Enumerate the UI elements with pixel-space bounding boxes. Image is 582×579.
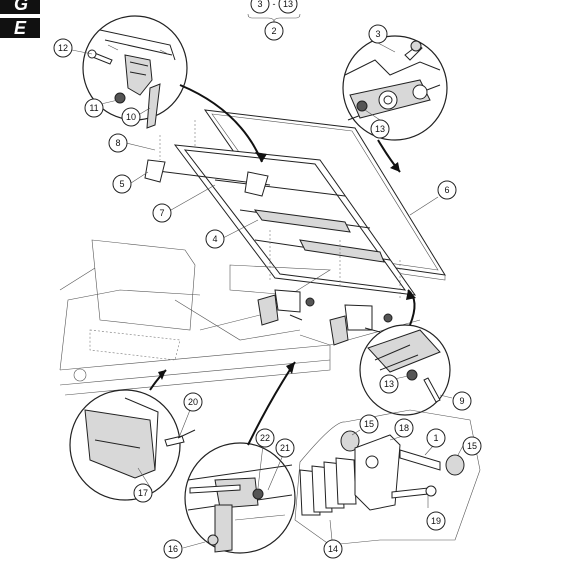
- svg-text:14: 14: [328, 544, 338, 554]
- svg-text:18: 18: [399, 423, 409, 433]
- callout-8: 8: [108, 133, 128, 153]
- svg-text:6: 6: [444, 185, 449, 195]
- svg-text:13: 13: [384, 379, 394, 389]
- svg-text:21: 21: [280, 443, 290, 453]
- svg-text:20: 20: [188, 397, 198, 407]
- callout-5: 5: [112, 174, 132, 194]
- svg-text:1: 1: [433, 433, 438, 443]
- callout-12: 12: [53, 38, 73, 58]
- callout-15-left: 15: [359, 414, 379, 434]
- callout-19: 19: [426, 511, 446, 531]
- header-ref-group: 2: [271, 26, 276, 36]
- svg-text:10: 10: [126, 112, 136, 122]
- callout-10: 10: [121, 107, 141, 127]
- svg-text:16: 16: [168, 544, 178, 554]
- header-reference: 3 - 13 2: [247, 0, 301, 41]
- callout-16: 16: [163, 539, 183, 559]
- header-ref-right: 13: [283, 0, 293, 9]
- detail-top-left: [82, 15, 188, 129]
- svg-text:5: 5: [119, 179, 124, 189]
- callout-4: 4: [205, 229, 225, 249]
- callout-6: 6: [437, 180, 457, 200]
- svg-text:17: 17: [138, 488, 148, 498]
- hinge-brackets: [257, 289, 393, 346]
- svg-text:19: 19: [431, 516, 441, 526]
- callout-7: 7: [152, 203, 172, 223]
- callout-13-right: 13: [379, 374, 399, 394]
- svg-text:3: 3: [375, 29, 380, 39]
- callout-20: 20: [183, 392, 203, 412]
- detail-bottom-middle: [184, 442, 296, 554]
- svg-text:9: 9: [459, 396, 464, 406]
- svg-text:12: 12: [58, 43, 68, 53]
- svg-text:8: 8: [115, 138, 120, 148]
- callout-9: 9: [452, 391, 472, 411]
- svg-text:22: 22: [260, 433, 270, 443]
- callout-18: 18: [394, 418, 414, 438]
- callout-17: 17: [133, 483, 153, 503]
- callout-15-right: 15: [462, 436, 482, 456]
- svg-text:4: 4: [212, 234, 217, 244]
- svg-text:15: 15: [467, 441, 477, 451]
- callout-14: 14: [323, 539, 343, 559]
- pointer-arrows: [149, 84, 416, 446]
- callout-3: 3: [368, 24, 388, 44]
- callout-21: 21: [275, 438, 295, 458]
- tab-g: G: [0, 0, 40, 14]
- leader-lines: [71, 42, 466, 549]
- header-ref-left: 3: [257, 0, 262, 9]
- frame-assembly: [144, 120, 417, 300]
- callout-22: 22: [255, 428, 275, 448]
- exploded-hinge-parts: [294, 409, 481, 546]
- tab-e: E: [0, 18, 40, 38]
- detail-bottom-right: [359, 324, 451, 416]
- svg-text:13: 13: [375, 124, 385, 134]
- detail-bottom-left: [69, 389, 196, 501]
- svg-text:7: 7: [159, 208, 164, 218]
- callout-13-top: 13: [370, 119, 390, 139]
- svg-text:15: 15: [364, 419, 374, 429]
- header-ref-separator: -: [273, 0, 276, 9]
- svg-text:11: 11: [89, 103, 98, 113]
- callout-1: 1: [426, 428, 446, 448]
- detail-top-right: [342, 35, 448, 141]
- callout-11: 11: [84, 98, 104, 118]
